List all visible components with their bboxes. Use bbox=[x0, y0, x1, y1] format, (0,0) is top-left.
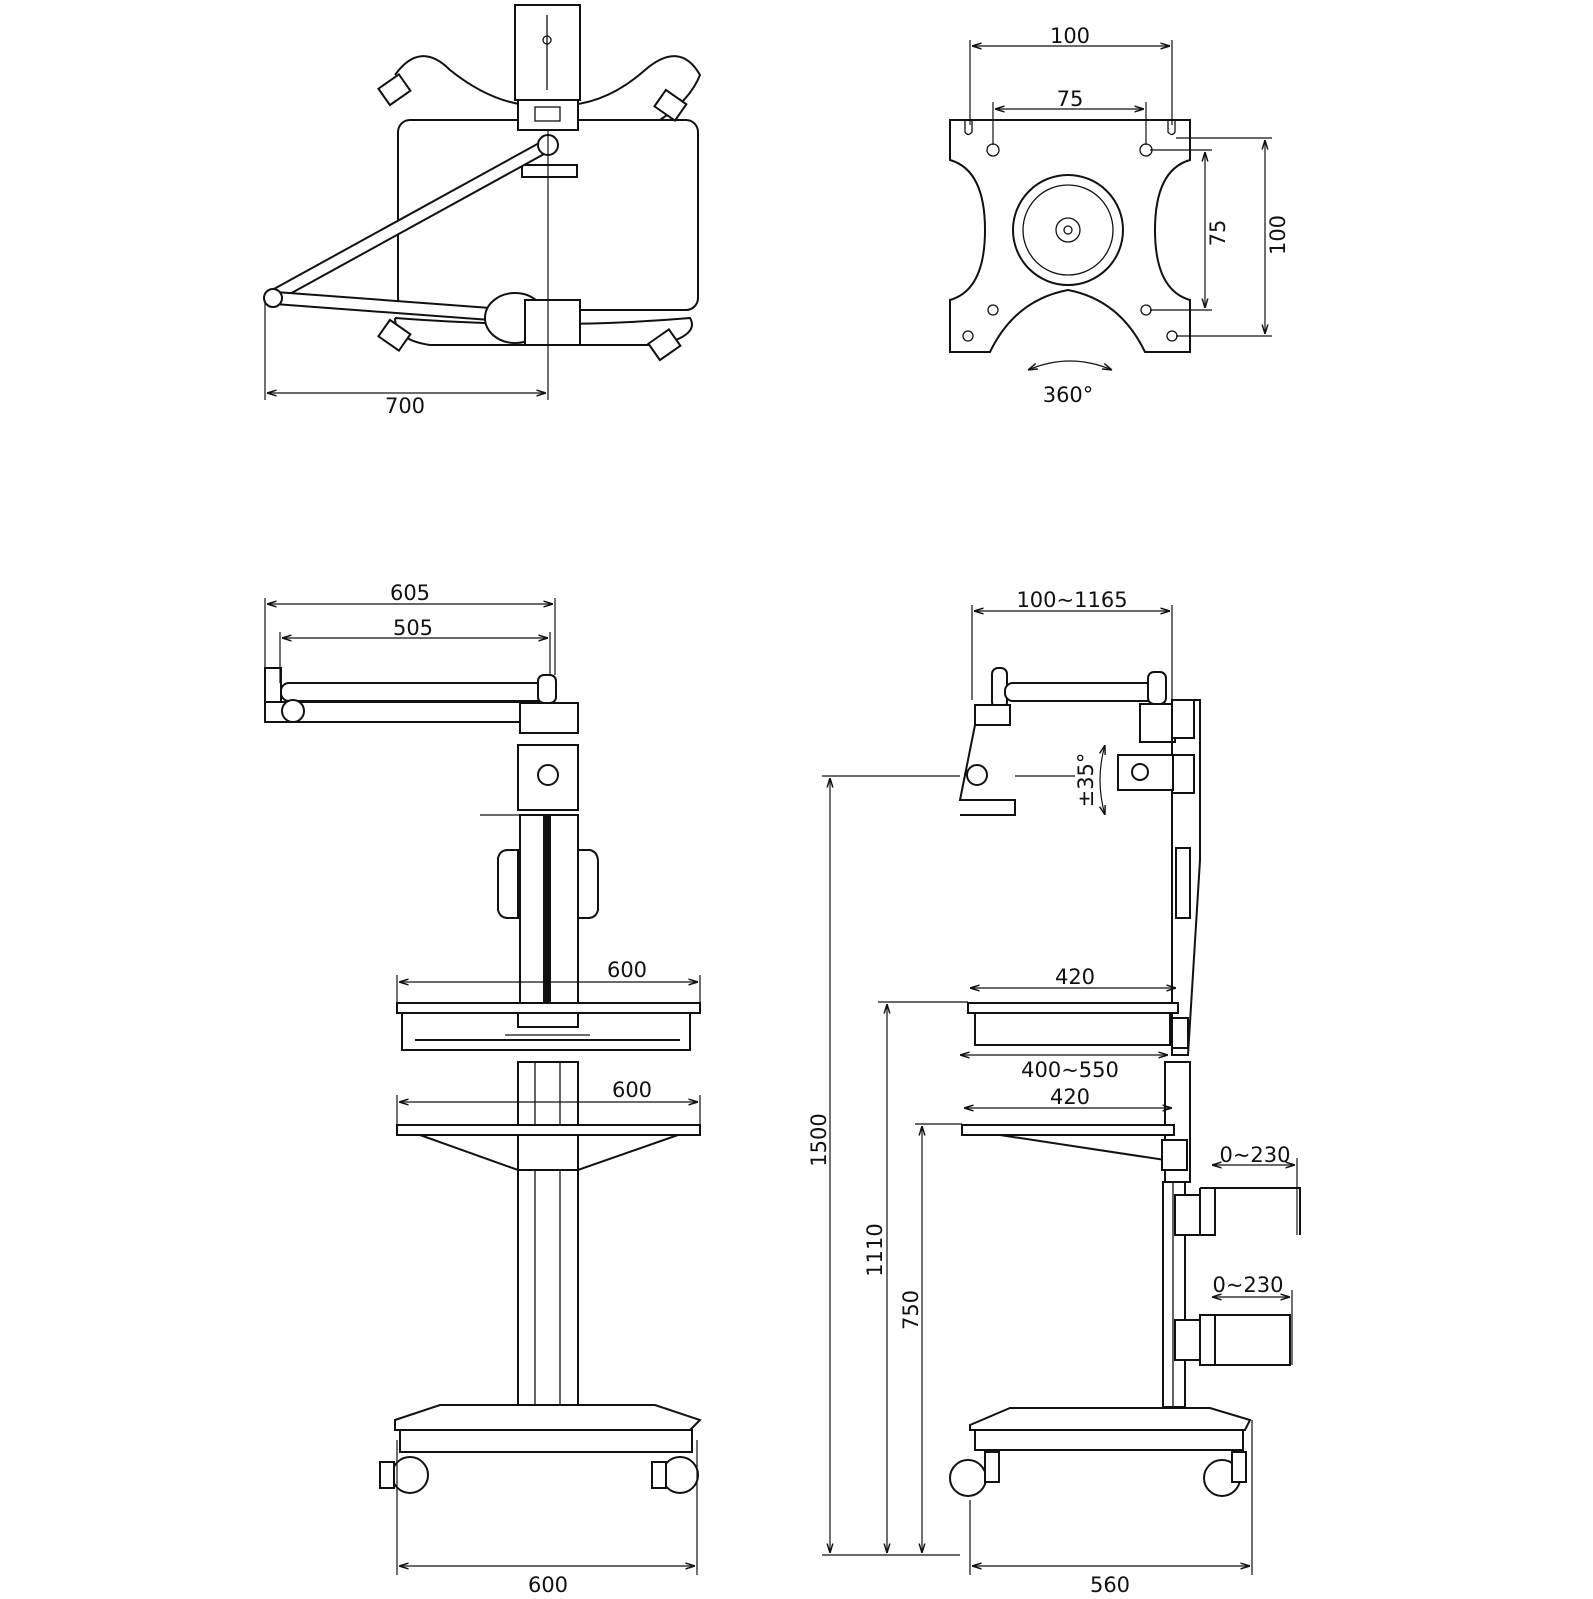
dim-420-upper: 420 bbox=[1055, 965, 1095, 989]
dim-750: 750 bbox=[899, 1290, 923, 1330]
dim-1500: 1500 bbox=[807, 1113, 831, 1166]
dim-75-vertical: 75 bbox=[1206, 220, 1230, 247]
dim-tilt: ±35° bbox=[1074, 753, 1098, 808]
dim-605: 605 bbox=[390, 581, 430, 605]
dim-100-horizontal: 100 bbox=[1050, 24, 1090, 48]
dim-holder-1: 0~230 bbox=[1219, 1143, 1290, 1167]
base-outline bbox=[394, 55, 702, 121]
rotation-arrow-icon bbox=[1028, 360, 1112, 370]
dim-600-lower-shelf: 600 bbox=[612, 1078, 652, 1102]
top-view: 700 bbox=[263, 4, 702, 418]
dim-505: 505 bbox=[393, 616, 433, 640]
vesa-plate-outline bbox=[949, 119, 1191, 353]
dim-420-lower: 420 bbox=[1050, 1085, 1090, 1109]
dim-600-base: 600 bbox=[528, 1573, 568, 1597]
vesa-mount-top bbox=[517, 99, 579, 131]
dim-75-horizontal: 75 bbox=[1057, 87, 1084, 111]
dim-600-upper-shelf: 600 bbox=[607, 958, 647, 982]
dim-100-vertical: 100 bbox=[1266, 215, 1290, 255]
dim-keyboard-tray: 400~550 bbox=[1021, 1058, 1119, 1082]
vesa-plate-view: 100 75 75 100 360° bbox=[949, 24, 1290, 407]
dim-arm-reach: 100~1165 bbox=[1016, 588, 1127, 612]
tilt-arrow-icon bbox=[1100, 745, 1105, 815]
dim-360: 360° bbox=[1043, 383, 1094, 407]
dim-1110: 1110 bbox=[863, 1223, 887, 1276]
dim-700: 700 bbox=[385, 394, 425, 418]
front-view: 605 505 600 600 600 bbox=[264, 581, 702, 1597]
dim-560: 560 bbox=[1090, 1573, 1130, 1597]
side-view: ±35° 100~1165 420 400~550 420 0~230 0~23… bbox=[807, 588, 1301, 1597]
dim-holder-2: 0~230 bbox=[1212, 1273, 1283, 1297]
